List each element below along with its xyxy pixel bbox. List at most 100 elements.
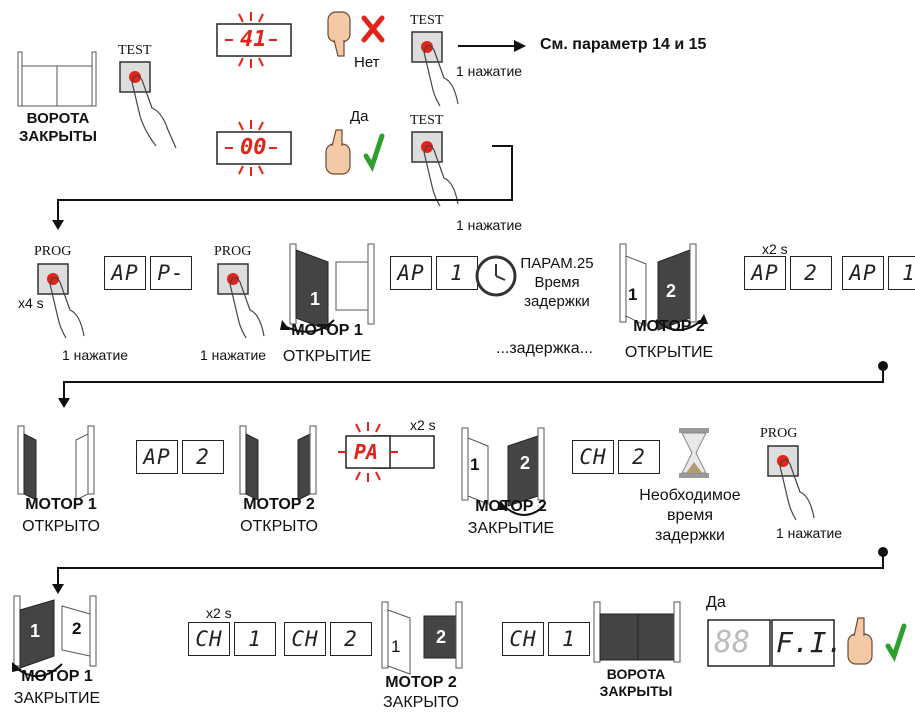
press-once-label-4: 1 нажатие <box>200 347 267 363</box>
yes-label: Да <box>350 108 369 125</box>
motor2-closing-illustration <box>461 427 545 516</box>
needed-time-label: Необходимое время задержки <box>639 487 741 544</box>
motor1-opening-illustration <box>280 243 375 333</box>
x4s-label: x4 s <box>18 295 44 311</box>
motor1-closing-illustration <box>12 595 97 677</box>
motor1-closing-leaf-1: 1 <box>30 621 41 641</box>
test-button-label: TEST <box>118 43 152 58</box>
test-button-hand-icon[interactable] <box>118 60 178 150</box>
display-ap-2-row3: AP 2 <box>136 440 224 474</box>
display-ap-1-b: AP 1 <box>842 256 915 290</box>
thumbs-up-icon-2 <box>847 617 873 665</box>
display-digit: CH <box>284 622 326 656</box>
press-once-label: 1 нажатие <box>456 63 523 79</box>
motor1-leaf-number: 1 <box>310 289 321 309</box>
display-pa-value: PA <box>354 440 379 464</box>
display-ap-2: AP 2 <box>744 256 832 290</box>
motor2-opened-label: МОТОР 2 <box>243 496 315 513</box>
motor2-closed-leaf-1: 1 <box>391 637 401 656</box>
display-fi-value: F.I. <box>776 626 844 659</box>
display-digit: 2 <box>182 440 224 474</box>
flow-connector-2 <box>58 361 888 408</box>
display-digit: 2 <box>330 622 372 656</box>
arrow-right-icon <box>458 40 526 52</box>
flow-connector-1 <box>52 145 513 230</box>
motor1-opening-label: ОТКРЫТИЕ <box>282 348 372 365</box>
display-digit: 2 <box>618 440 660 474</box>
motor2-opened-illustration <box>239 425 317 501</box>
display-digit: P- <box>150 256 192 290</box>
checkmark-icon-2 <box>885 623 907 662</box>
test-button-hand-icon-3[interactable] <box>410 130 470 210</box>
press-once-label-3: 1 нажатие <box>62 347 129 363</box>
test-button-label-2: TEST <box>410 13 444 28</box>
motor2-closed-illustration <box>381 601 463 675</box>
motor2-closing-leaf-2: 2 <box>520 453 531 473</box>
display-digit: CH <box>572 440 614 474</box>
display-digit: AP <box>136 440 178 474</box>
thumbs-down-icon <box>327 11 351 57</box>
clock-icon <box>475 255 517 297</box>
display-ap-1: AP 1 <box>390 256 478 290</box>
press-once-label-5: 1 нажатие <box>776 525 843 541</box>
checkmark-icon <box>363 133 385 172</box>
motor2-closed-state: ЗАКРЫТО <box>383 694 459 711</box>
no-label: Нет <box>354 54 380 71</box>
display-error-value: 41 <box>240 27 267 52</box>
display-digit: 1 <box>234 622 276 656</box>
motor2-closed-leaf-number: 1 <box>628 285 638 304</box>
prog-button-label-3: PROG <box>760 426 798 441</box>
x2s-label: x2 s <box>762 241 788 257</box>
display-digit: CH <box>188 622 230 656</box>
motor1-closing-leaf-2: 2 <box>72 619 82 638</box>
display-ok-box <box>216 120 292 176</box>
motor2-label: МОТОР 2 <box>633 318 705 335</box>
display-digit: AP <box>744 256 786 290</box>
display-digit: AP <box>104 256 146 290</box>
motor2-leaf-number: 2 <box>666 281 677 301</box>
display-ch-2: CH 2 <box>572 440 660 474</box>
motor1-opened-label: МОТОР 1 <box>25 496 97 513</box>
display-digit: 2 <box>790 256 832 290</box>
press-once-label-2: 1 нажатие <box>456 217 523 233</box>
yes-label-2: Да <box>706 594 726 611</box>
motor2-opened-state: ОТКРЫТО <box>240 518 318 535</box>
prog-button-hand-icon[interactable] <box>36 262 96 342</box>
prog-button-hand-icon-3[interactable] <box>766 444 826 524</box>
display-digit: 1 <box>436 256 478 290</box>
display-ap-p: AP P- <box>104 256 192 290</box>
gate-closed-label: ВОРОТА ЗАКРЫТЫ <box>19 110 97 145</box>
motor2-closing-state: ЗАКРЫТИЕ <box>467 520 555 537</box>
display-pa-box <box>338 422 435 482</box>
display-ch-1-b: CH 1 <box>502 622 590 656</box>
display-88-fi <box>707 619 835 667</box>
gate-closed-dark-illustration <box>593 601 681 663</box>
display-ch-1: CH 1 <box>188 622 276 656</box>
gate-closed-illustration <box>17 51 97 107</box>
display-error-box <box>216 12 292 68</box>
display-digit: 1 <box>548 622 590 656</box>
display-digit: AP <box>390 256 432 290</box>
display-digit: 1 <box>888 256 915 290</box>
motor2-closed-leaf-2: 2 <box>436 627 447 647</box>
display-88-value: 88 <box>714 625 751 660</box>
prog-button-hand-icon-2[interactable] <box>216 262 276 342</box>
motor2-opening-illustration <box>619 243 708 331</box>
gate-closed-final-label: ВОРОТА ЗАКРЫТЫ <box>599 666 673 699</box>
x2s-label-2: x2 s <box>410 417 436 433</box>
see-parameter-note: См. параметр 14 и 15 <box>540 36 707 53</box>
motor1-label: МОТОР 1 <box>291 322 363 339</box>
display-ok-value: 00 <box>240 135 267 160</box>
display-digit: CH <box>502 622 544 656</box>
thumbs-up-icon <box>325 129 351 175</box>
test-button-hand-icon-2[interactable] <box>410 30 470 110</box>
motor2-opening-label: ОТКРЫТИЕ <box>624 344 714 361</box>
motor2-closed-label: МОТОР 2 <box>385 674 457 691</box>
motor1-closing-label: МОТОР 1 <box>21 668 93 685</box>
display-digit: AP <box>842 256 884 290</box>
display-ch-2-row4: CH 2 <box>284 622 372 656</box>
hourglass-icon <box>679 428 709 478</box>
motor1-closing-state: ЗАКРЫТИЕ <box>13 690 101 707</box>
x2s-label-3: x2 s <box>206 605 232 621</box>
prog-button-label-2: PROG <box>214 244 252 259</box>
